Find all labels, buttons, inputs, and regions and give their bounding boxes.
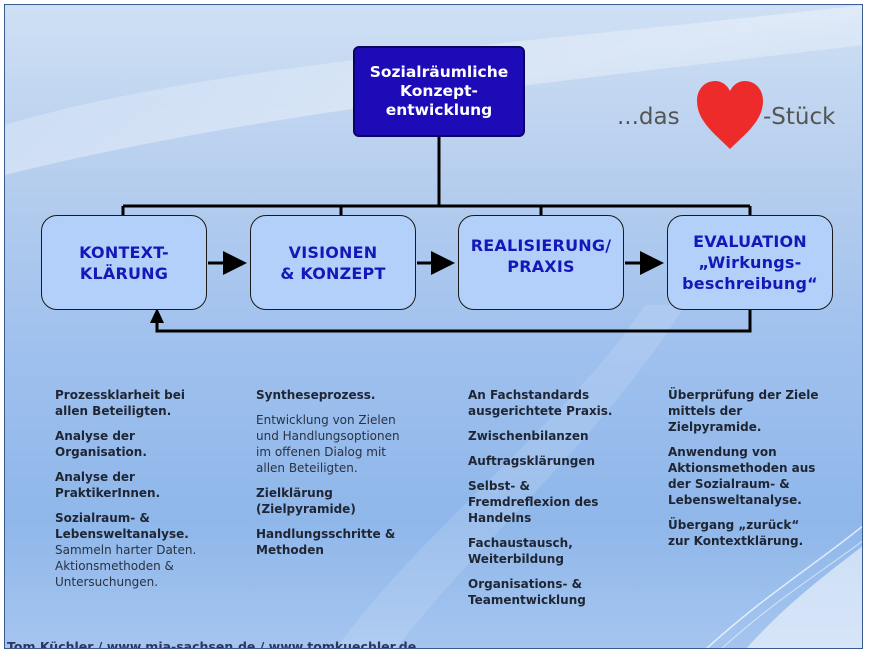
column-3-item-2: Übergang „zurück“ zur Kontextklärung. <box>668 518 804 548</box>
column-realisierung-praxis: An Fachstandards ausgerichtete Praxis. Zw… <box>468 387 613 617</box>
column-1-item-0: Syntheseprozess. <box>256 388 376 402</box>
connector-diagram <box>121 137 752 333</box>
column-kontext-klaerung: Prozessklarheit bei allen Beteiligten. An… <box>55 387 196 599</box>
tagline-prefix: ...das <box>617 104 680 130</box>
stage-2-line-2: & KONZEPT <box>280 263 386 283</box>
heart-icon <box>697 81 763 149</box>
column-2-item-2: Auftragsklärungen <box>468 454 596 468</box>
stage-4-line-2: „Wirkungs- <box>698 253 802 272</box>
feedback-arrowhead <box>150 308 164 323</box>
column-evaluation: Überprüfung der Ziele mittels der Zielpy… <box>668 387 819 558</box>
column-0-item-1: Analyse der Organisation. <box>55 429 147 459</box>
tagline-suffix: -Stück <box>763 104 836 130</box>
feedback-loop-line <box>155 310 752 333</box>
stage-evaluation: EVALUATION „Wirkungs- beschreibung“ <box>667 215 833 310</box>
column-3-item-1: Anwendung von Aktionsmethoden aus der So… <box>668 445 816 507</box>
title-box: Sozialräumliche Konzept- entwicklung <box>353 46 525 137</box>
title-text: Sozialräumliche Konzept- entwicklung <box>369 63 509 119</box>
column-0-item-3: Sozialraum- & Lebensweltanalyse. <box>55 511 189 541</box>
stage-1-line-1: KONTEXT- <box>79 242 169 262</box>
column-2-item-0: An Fachstandards ausgerichtete Praxis. <box>468 388 613 418</box>
column-2-item-5: Organisations- & Teamentwicklung <box>468 577 586 607</box>
stage-3-line-1: REALISIERUNG/ <box>470 236 612 255</box>
stage-visionen-konzept: VISIONEN & KONZEPT <box>250 215 416 310</box>
column-2-item-4: Fachaustausch, Weiterbildung <box>468 536 573 566</box>
column-visionen-konzept: Syntheseprozess. Entwicklung von Zielen u… <box>256 387 400 567</box>
stage-2-line-1: VISIONEN <box>288 242 378 262</box>
stage-3-line-2: PRAXIS <box>507 257 575 276</box>
column-1-item-1: Entwicklung von Zielen und Handlungsopti… <box>256 413 400 475</box>
column-2-item-3: Selbst- & Fremdreflexion des Handelns <box>468 479 599 525</box>
stage-1-line-2: KLÄRUNG <box>79 263 169 283</box>
stage-4-line-3: beschreibung“ <box>682 274 818 293</box>
column-0-item-0: Prozessklarheit bei allen Beteiligten. <box>55 388 186 418</box>
stage-4-line-1: EVALUATION <box>693 232 807 251</box>
column-0-item-2: Analyse der PraktikerInnen. <box>55 470 161 500</box>
footer-credit: Tom Küchler / www.mja-sachsen.de / www.t… <box>7 639 417 649</box>
column-1-item-2: Zielklärung (Zielpyramide) <box>256 486 356 516</box>
column-3-item-0: Überprüfung der Ziele mittels der Zielpy… <box>668 388 819 434</box>
column-1-item-3: Handlungsschritte & Methoden <box>256 527 396 557</box>
stage-kontext-klaerung: KONTEXT- KLÄRUNG <box>41 215 207 310</box>
stage-realisierung-praxis: REALISIERUNG/ PRAXIS <box>458 215 624 310</box>
column-0-item-4: Sammeln harter Daten. Aktionsmethoden & … <box>55 543 197 589</box>
column-2-item-1: Zwischenbilanzen <box>468 429 589 443</box>
slide: Sozialräumliche Konzept- entwicklung ...… <box>4 4 863 649</box>
